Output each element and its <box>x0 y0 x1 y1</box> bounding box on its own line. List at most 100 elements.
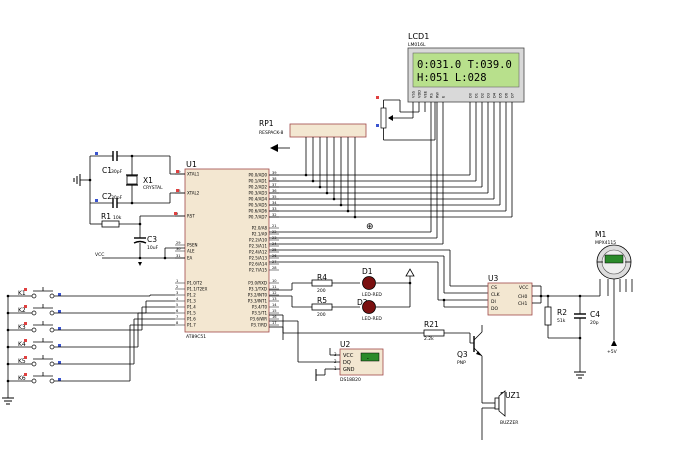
u1-pin-p3-6-wr: P3.6/WR <box>250 317 267 322</box>
u1-pin-p3-2-int0: P3.2/INT0 <box>248 293 268 298</box>
u3-body <box>487 282 533 316</box>
u1-pin-num-1: 1 <box>176 279 178 283</box>
key-k3[interactable]: K3 <box>6 306 175 333</box>
lcd1-pin-d3: D3 <box>486 93 490 98</box>
c1-ref: C1 <box>102 166 112 175</box>
m1-model: MPX4115 <box>595 240 616 246</box>
lcd1-pin-d7: D7 <box>510 93 514 98</box>
u1-pin-ea: EA <box>187 256 193 261</box>
lcd1-pin-vee: VEE <box>423 90 427 98</box>
buz1-ref: BUZ1 <box>500 391 521 400</box>
u1-pin-num-6: 6 <box>176 309 179 313</box>
buzzer-driver[interactable]: R21 2.2k Q3 PNP BUZ1 BUZZER <box>269 320 521 440</box>
u1-pin-p3-7-rd: P3.7/RD <box>251 323 267 328</box>
u3-pin-cs: CS <box>491 285 497 291</box>
r5-ref: R5 <box>317 296 327 305</box>
c3-ref: C3 <box>147 235 157 244</box>
u1-pin-p3-1-txd: P3.1/TXD <box>249 287 267 292</box>
lcd1-pin-e: E <box>441 95 445 98</box>
u2-pin-num-3: 3 <box>334 352 337 357</box>
u1-ref: U1 <box>186 160 197 169</box>
lcd1-pin-d2: D2 <box>480 93 484 98</box>
u1-pin-p1-3: P1.3 <box>187 299 196 304</box>
c4-ref: C4 <box>590 310 600 319</box>
p0-data-bus: ⊕ <box>269 102 513 245</box>
u1-pin-num-12: 12 <box>272 291 277 295</box>
r21-value: 2.2k <box>424 336 434 342</box>
key-k4[interactable]: K4 <box>6 312 175 350</box>
x1-value: CRYSTAL <box>143 185 163 191</box>
u1-pin-p3-0-rxd: P3.0/RXD <box>248 281 267 286</box>
u1-pin-num-16: 16 <box>272 315 277 319</box>
u1-pin-p0-6-ad6: P0.6/AD6 <box>249 209 268 214</box>
reset-circuit[interactable]: R1 10k C3 10uF VCC <box>89 203 185 266</box>
u1-pin-ale: ALE <box>187 249 195 254</box>
u3-pin-vcc: VCC <box>519 285 528 291</box>
u1-pin-p2-5-a13: P2.5/A13 <box>249 256 267 261</box>
key-ref-k4: K4 <box>18 341 26 348</box>
key-k1[interactable]: K1 <box>6 287 175 299</box>
u1-pin-num-11: 11 <box>272 285 277 289</box>
lcd1-ref: LCD1 <box>408 32 429 41</box>
u1-pin-p0-2-ad2: P0.2/AD2 <box>249 185 268 190</box>
lcd1-pin-rw: RW <box>435 92 439 98</box>
u1-pin-psen: PSEN <box>187 243 197 248</box>
lcd1-model: LM016L <box>408 42 426 48</box>
c3-value: 10uF <box>147 245 159 251</box>
u2-pin-vcc: VCC <box>343 353 354 359</box>
key-k5[interactable]: K5 <box>6 318 175 367</box>
key-ref-k2: K2 <box>18 307 26 314</box>
u1-pin-p0-5-ad5: P0.5/AD5 <box>249 203 268 208</box>
u1-pin-p0-4-ad4: P0.4/AD4 <box>249 197 268 202</box>
lcd1-pin-d4: D4 <box>492 92 496 98</box>
u3-adc[interactable]: U3 CS CLK DI DO VCC CH0 CH1 <box>487 274 548 316</box>
u1-pin-num-8: 8 <box>176 321 179 325</box>
u2-pin-gnd: GND <box>343 367 355 373</box>
u1-pin-num-28: 28 <box>272 266 277 270</box>
u1-pin-num-33: 33 <box>272 207 277 211</box>
r21-ref: R21 <box>424 320 439 329</box>
u1-pin-xtal1: XTAL1 <box>187 172 200 177</box>
x1-ref: X1 <box>143 176 153 185</box>
r5-value: 200 <box>317 312 326 318</box>
u2-pin-num-2: 2 <box>334 359 337 364</box>
q3-ref: Q3 <box>457 350 468 359</box>
u1-pin-p1-2: P1.2 <box>187 293 196 298</box>
r2-ref: R2 <box>557 308 567 317</box>
key-k6[interactable]: K6 <box>6 324 175 384</box>
vcc-label: VCC <box>95 252 104 258</box>
lcd1-pin-d0: D0 <box>468 92 472 98</box>
u1-pin-num-17: 17 <box>272 321 277 325</box>
d1-model: LED-RED <box>362 292 382 298</box>
r1-value: 10k <box>113 215 122 221</box>
u1-pin-num-39: 39 <box>272 171 277 175</box>
key-ref-k6: K6 <box>18 375 26 382</box>
led-circuit[interactable]: R4 200 R5 200 D1 LED-RED D2 LED-RED <box>269 267 415 322</box>
lcd1[interactable]: LCD1 LM016L 0:031.0 T:039.0 H:051 L:028 … <box>407 32 525 103</box>
oscillator-circuit[interactable]: C1 30pF C2 30pF X1 CRYSTAL <box>73 151 185 208</box>
lcd1-screen <box>412 52 520 88</box>
u1-pin-p1-7: P1.7 <box>187 323 196 328</box>
u1-pin-p1-5: P1.5 <box>187 311 196 316</box>
u2-temp-sensor[interactable]: U2 VCC DQ GND 3 2 1 - DS18B20 <box>269 314 384 383</box>
u1-mcu[interactable]: U1 AT89C51 XTAL119XTAL218RST9PSEN29ALE30… <box>175 160 279 340</box>
pressure-sensor-circuit[interactable]: R2 51k C4 20p M1 MPX4115 +5V <box>544 230 633 379</box>
lcd1-line2: H:051 L:028 <box>417 72 487 84</box>
u1-pin-p2-2-a10: P2.2/A10 <box>249 238 267 243</box>
u1-pin-p0-0-ad0: P0.0/AD0 <box>249 173 268 178</box>
u1-pin-num-35: 35 <box>272 195 277 199</box>
u3-ref: U3 <box>488 274 498 283</box>
key-ref-k1: K1 <box>18 290 26 297</box>
c4-value: 20p <box>590 320 599 326</box>
u3-pin-ch1: CH1 <box>518 301 528 307</box>
u1-pin-p2-7-a15: P2.7/A15 <box>249 268 267 273</box>
lcd1-line1: 0:031.0 T:039.0 <box>417 59 512 71</box>
u1-pin-num-9: 9 <box>176 212 179 216</box>
rp1[interactable]: RP1 RESPACK-8 <box>259 119 367 152</box>
u1-pin-p2-3-a11: P2.3/A11 <box>249 244 267 249</box>
u1-pin-num-30: 30 <box>176 247 181 251</box>
lcd-contrast-pot[interactable] <box>376 96 413 140</box>
